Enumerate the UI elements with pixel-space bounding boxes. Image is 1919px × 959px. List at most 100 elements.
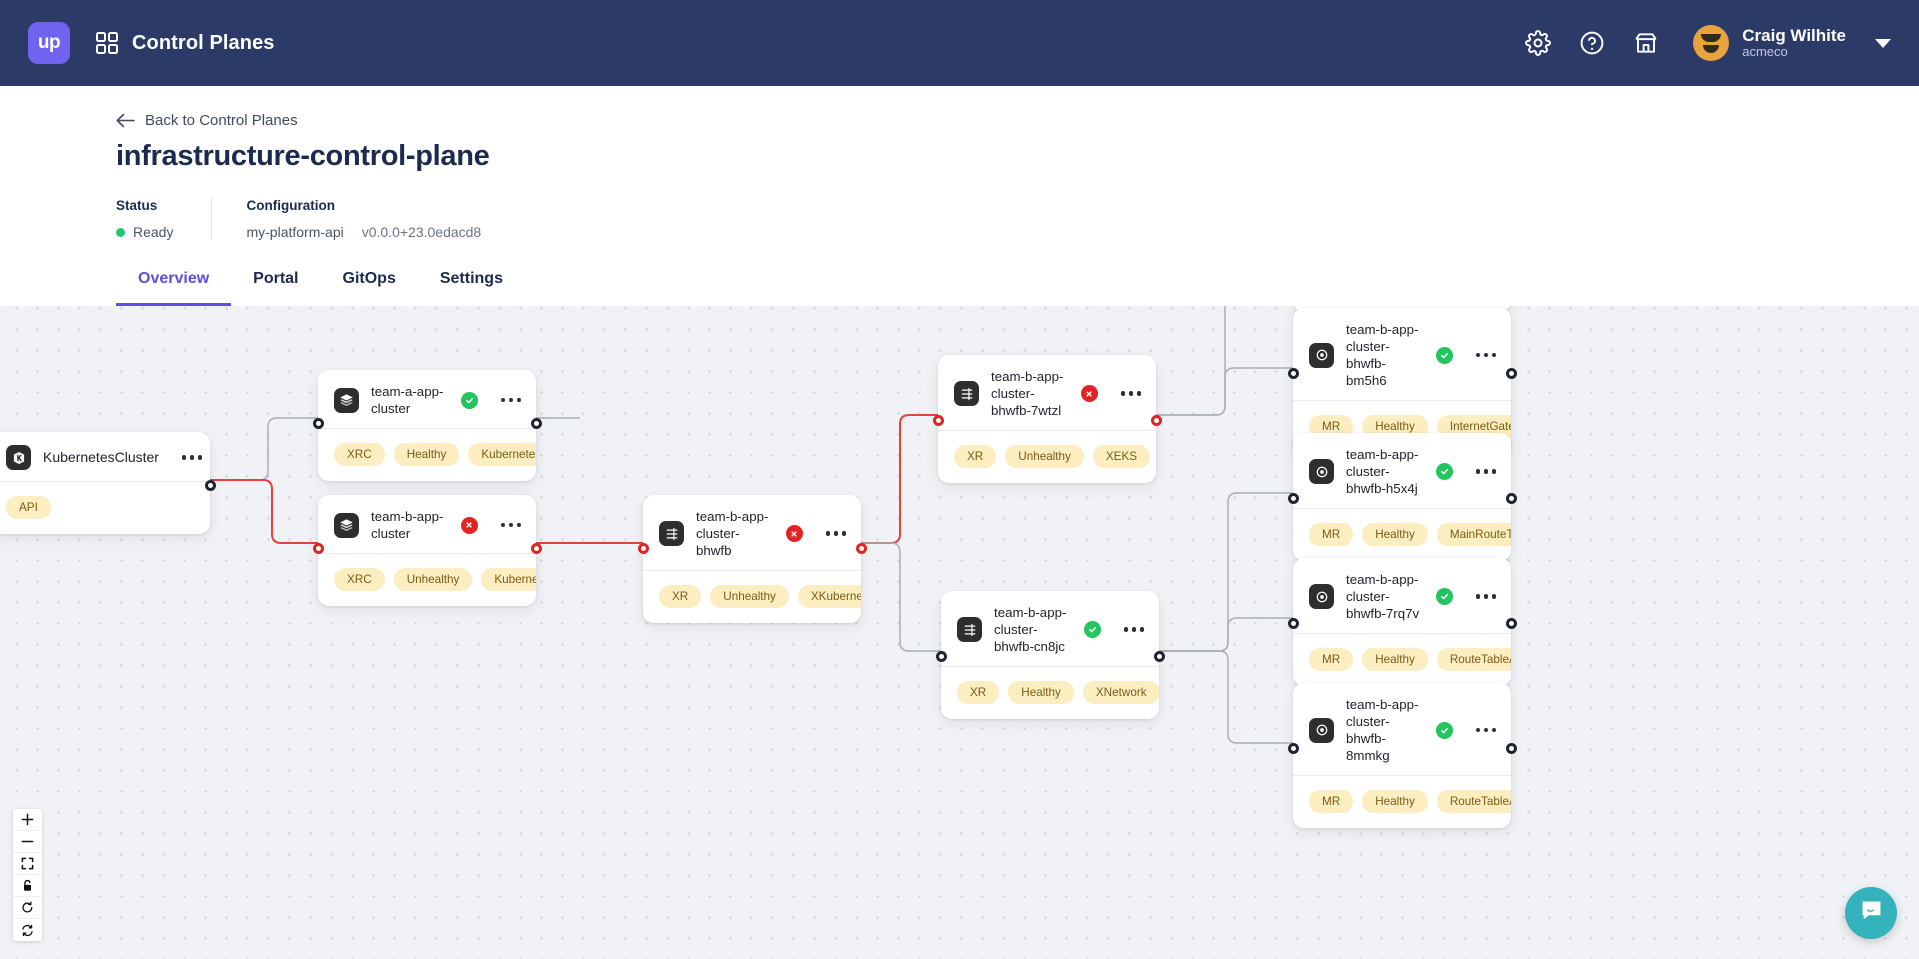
node-tag: XR	[954, 445, 997, 469]
node-tag: XR	[957, 681, 1000, 705]
node-tag: Unhealthy	[1005, 445, 1084, 469]
node-title: team-b-app-cluster-bhwfb-8mmkg	[1346, 697, 1419, 764]
node-port-left[interactable]	[637, 543, 649, 554]
meta-row: Status Ready Configuration my-platform-a…	[116, 198, 1919, 240]
status-healthy-icon	[1435, 346, 1453, 364]
node-port-right[interactable]	[1505, 493, 1517, 504]
node-port-left[interactable]	[935, 651, 947, 662]
node-tag: InternetGateway	[1436, 415, 1511, 439]
nav-brand-section[interactable]: Control Planes	[96, 32, 275, 55]
node-title: team-b-app-cluster	[371, 509, 444, 542]
status-block: Status Ready	[116, 198, 211, 240]
back-to-control-planes-link[interactable]: Back to Control Planes	[116, 112, 298, 129]
node-menu-button[interactable]	[500, 397, 521, 403]
node-menu-button[interactable]	[1120, 391, 1141, 396]
node-port-right[interactable]	[1153, 651, 1165, 662]
node-tag: KubernetesCluster	[468, 443, 536, 467]
node-menu-button[interactable]	[500, 522, 521, 528]
user-text: Craig Wilhite acmeco	[1742, 26, 1846, 60]
node-port-right[interactable]	[530, 543, 542, 554]
graph-node-team-b-app-cluster-bhwfb-7wtzl[interactable]: team-b-app-cluster-bhwfb-7wtzl XR Unhealt…	[932, 355, 1162, 484]
node-header: team-a-app-cluster	[318, 370, 536, 428]
marketplace-icon[interactable]	[1633, 30, 1659, 56]
tab-portal[interactable]: Portal	[253, 270, 299, 287]
node-tag: MR	[1309, 523, 1354, 547]
node-port-left[interactable]	[1287, 368, 1299, 379]
graph-node-team-a-app-cluster[interactable]: team-a-app-cluster XRCHealthyKubernetesC…	[312, 370, 542, 482]
node-port-right[interactable]	[1505, 368, 1517, 379]
chevron-down-icon[interactable]	[1875, 38, 1891, 48]
node-port-left[interactable]	[1287, 743, 1299, 754]
sync-button[interactable]	[13, 919, 42, 941]
target-icon	[1309, 717, 1334, 743]
node-divider	[1293, 633, 1511, 635]
reset-button[interactable]	[13, 897, 42, 919]
status-healthy-icon	[460, 391, 478, 409]
graph-node-team-b-app-cluster[interactable]: team-b-app-cluster XRCUnhealthyKubernete…	[312, 495, 542, 607]
node-divider	[318, 553, 536, 555]
node-port-right[interactable]	[204, 480, 216, 491]
zoom-out-button[interactable]	[13, 831, 42, 853]
node-tag-list: XRCUnhealthyKubernetesCluster	[318, 554, 536, 606]
node-title: team-b-app-cluster-bhwfb-h5x4j	[1346, 447, 1419, 497]
node-title: team-b-app-cluster-bhwfb-7rq7v	[1346, 572, 1420, 622]
node-tag: Healthy	[393, 443, 460, 467]
fit-view-button[interactable]	[13, 853, 42, 875]
node-menu-button[interactable]	[825, 531, 846, 536]
node-port-right[interactable]	[1150, 415, 1162, 426]
status-healthy-icon	[1083, 621, 1101, 639]
graph-edge	[1159, 617, 1293, 652]
configuration-block: Configuration my-platform-api v0.0.0+23.…	[211, 198, 519, 240]
tab-gitops[interactable]: GitOps	[342, 270, 396, 287]
node-header: KubernetesCluster	[0, 432, 210, 481]
user-menu[interactable]: Craig Wilhite acmeco	[1693, 25, 1891, 61]
lock-button[interactable]	[13, 875, 42, 897]
graph-node-kubernetescluster[interactable]: KubernetesCluster API	[0, 432, 216, 534]
status-healthy-icon	[1435, 721, 1453, 739]
node-menu-button[interactable]	[1123, 627, 1144, 632]
node-port-right[interactable]	[855, 543, 867, 554]
upbound-logo[interactable]: up	[28, 22, 70, 64]
target-icon	[1309, 342, 1334, 368]
node-port-left[interactable]	[932, 415, 944, 426]
node-menu-button[interactable]	[1475, 594, 1496, 599]
node-port-left[interactable]	[312, 418, 324, 429]
node-menu-button[interactable]	[1475, 469, 1496, 474]
node-divider	[1293, 508, 1511, 510]
node-tag: XEKS	[1092, 445, 1151, 469]
configuration-name: my-platform-api	[246, 224, 344, 240]
chat-bubble-icon	[1859, 898, 1884, 928]
settings-gear-icon[interactable]	[1525, 30, 1552, 56]
node-port-left[interactable]	[312, 543, 324, 554]
avatar	[1693, 25, 1730, 61]
tab-settings[interactable]: Settings	[439, 270, 503, 287]
node-menu-button[interactable]	[181, 455, 203, 460]
node-header: team-b-app-cluster-bhwfb-7wtzl	[938, 355, 1156, 430]
help-circle-icon[interactable]	[1579, 30, 1605, 56]
tab-overview[interactable]: Overview	[116, 264, 232, 306]
node-port-right[interactable]	[1505, 743, 1517, 754]
resource-graph-canvas[interactable]: KubernetesCluster API team-a-app-cluster…	[0, 292, 1919, 959]
chat-launcher-button[interactable]	[1845, 887, 1897, 939]
node-menu-button[interactable]	[1475, 727, 1496, 733]
node-tag: MR	[1309, 648, 1354, 672]
node-tag: MainRouteTableAssoc	[1436, 523, 1511, 547]
node-divider	[1293, 775, 1511, 777]
node-port-right[interactable]	[530, 418, 542, 429]
node-tag: MR	[1309, 790, 1354, 814]
configuration-value: my-platform-api v0.0.0+23.0edacd8	[246, 224, 481, 240]
node-port-left[interactable]	[1287, 493, 1299, 504]
zoom-in-button[interactable]	[13, 809, 42, 831]
target-icon	[1309, 584, 1334, 610]
tab-bar: Overview Portal GitOps Settings	[116, 264, 1919, 306]
graph-edge	[210, 479, 318, 544]
node-port-right[interactable]	[1505, 618, 1517, 629]
node-port-left[interactable]	[1287, 618, 1299, 629]
node-menu-button[interactable]	[1475, 352, 1496, 358]
